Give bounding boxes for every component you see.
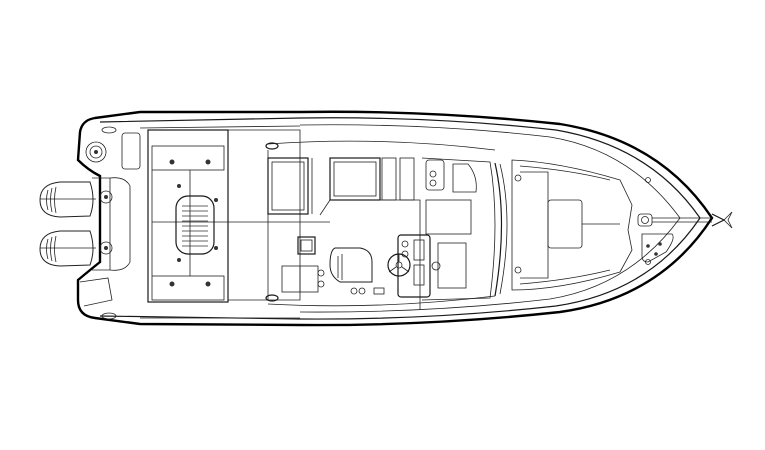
bow-pulpit-anchor [637, 177, 733, 265]
windshield-frame [421, 157, 508, 301]
bow-seating [511, 159, 633, 291]
fish-box-hatch [175, 195, 215, 255]
aft-cockpit-deck [147, 129, 229, 303]
steering-wheel [387, 253, 411, 277]
anchor-locker [641, 233, 674, 263]
outboard-engine-1 [39, 181, 96, 218]
hull-outline [76, 110, 714, 327]
mid-deck [228, 129, 330, 301]
aft-seating [267, 157, 313, 215]
gunwale-rails [139, 125, 496, 319]
helm-seat [281, 247, 373, 293]
outboard-engine-2 [39, 230, 96, 267]
helm-console [350, 234, 467, 298]
mid-seating [319, 157, 421, 310]
transom [79, 126, 141, 320]
